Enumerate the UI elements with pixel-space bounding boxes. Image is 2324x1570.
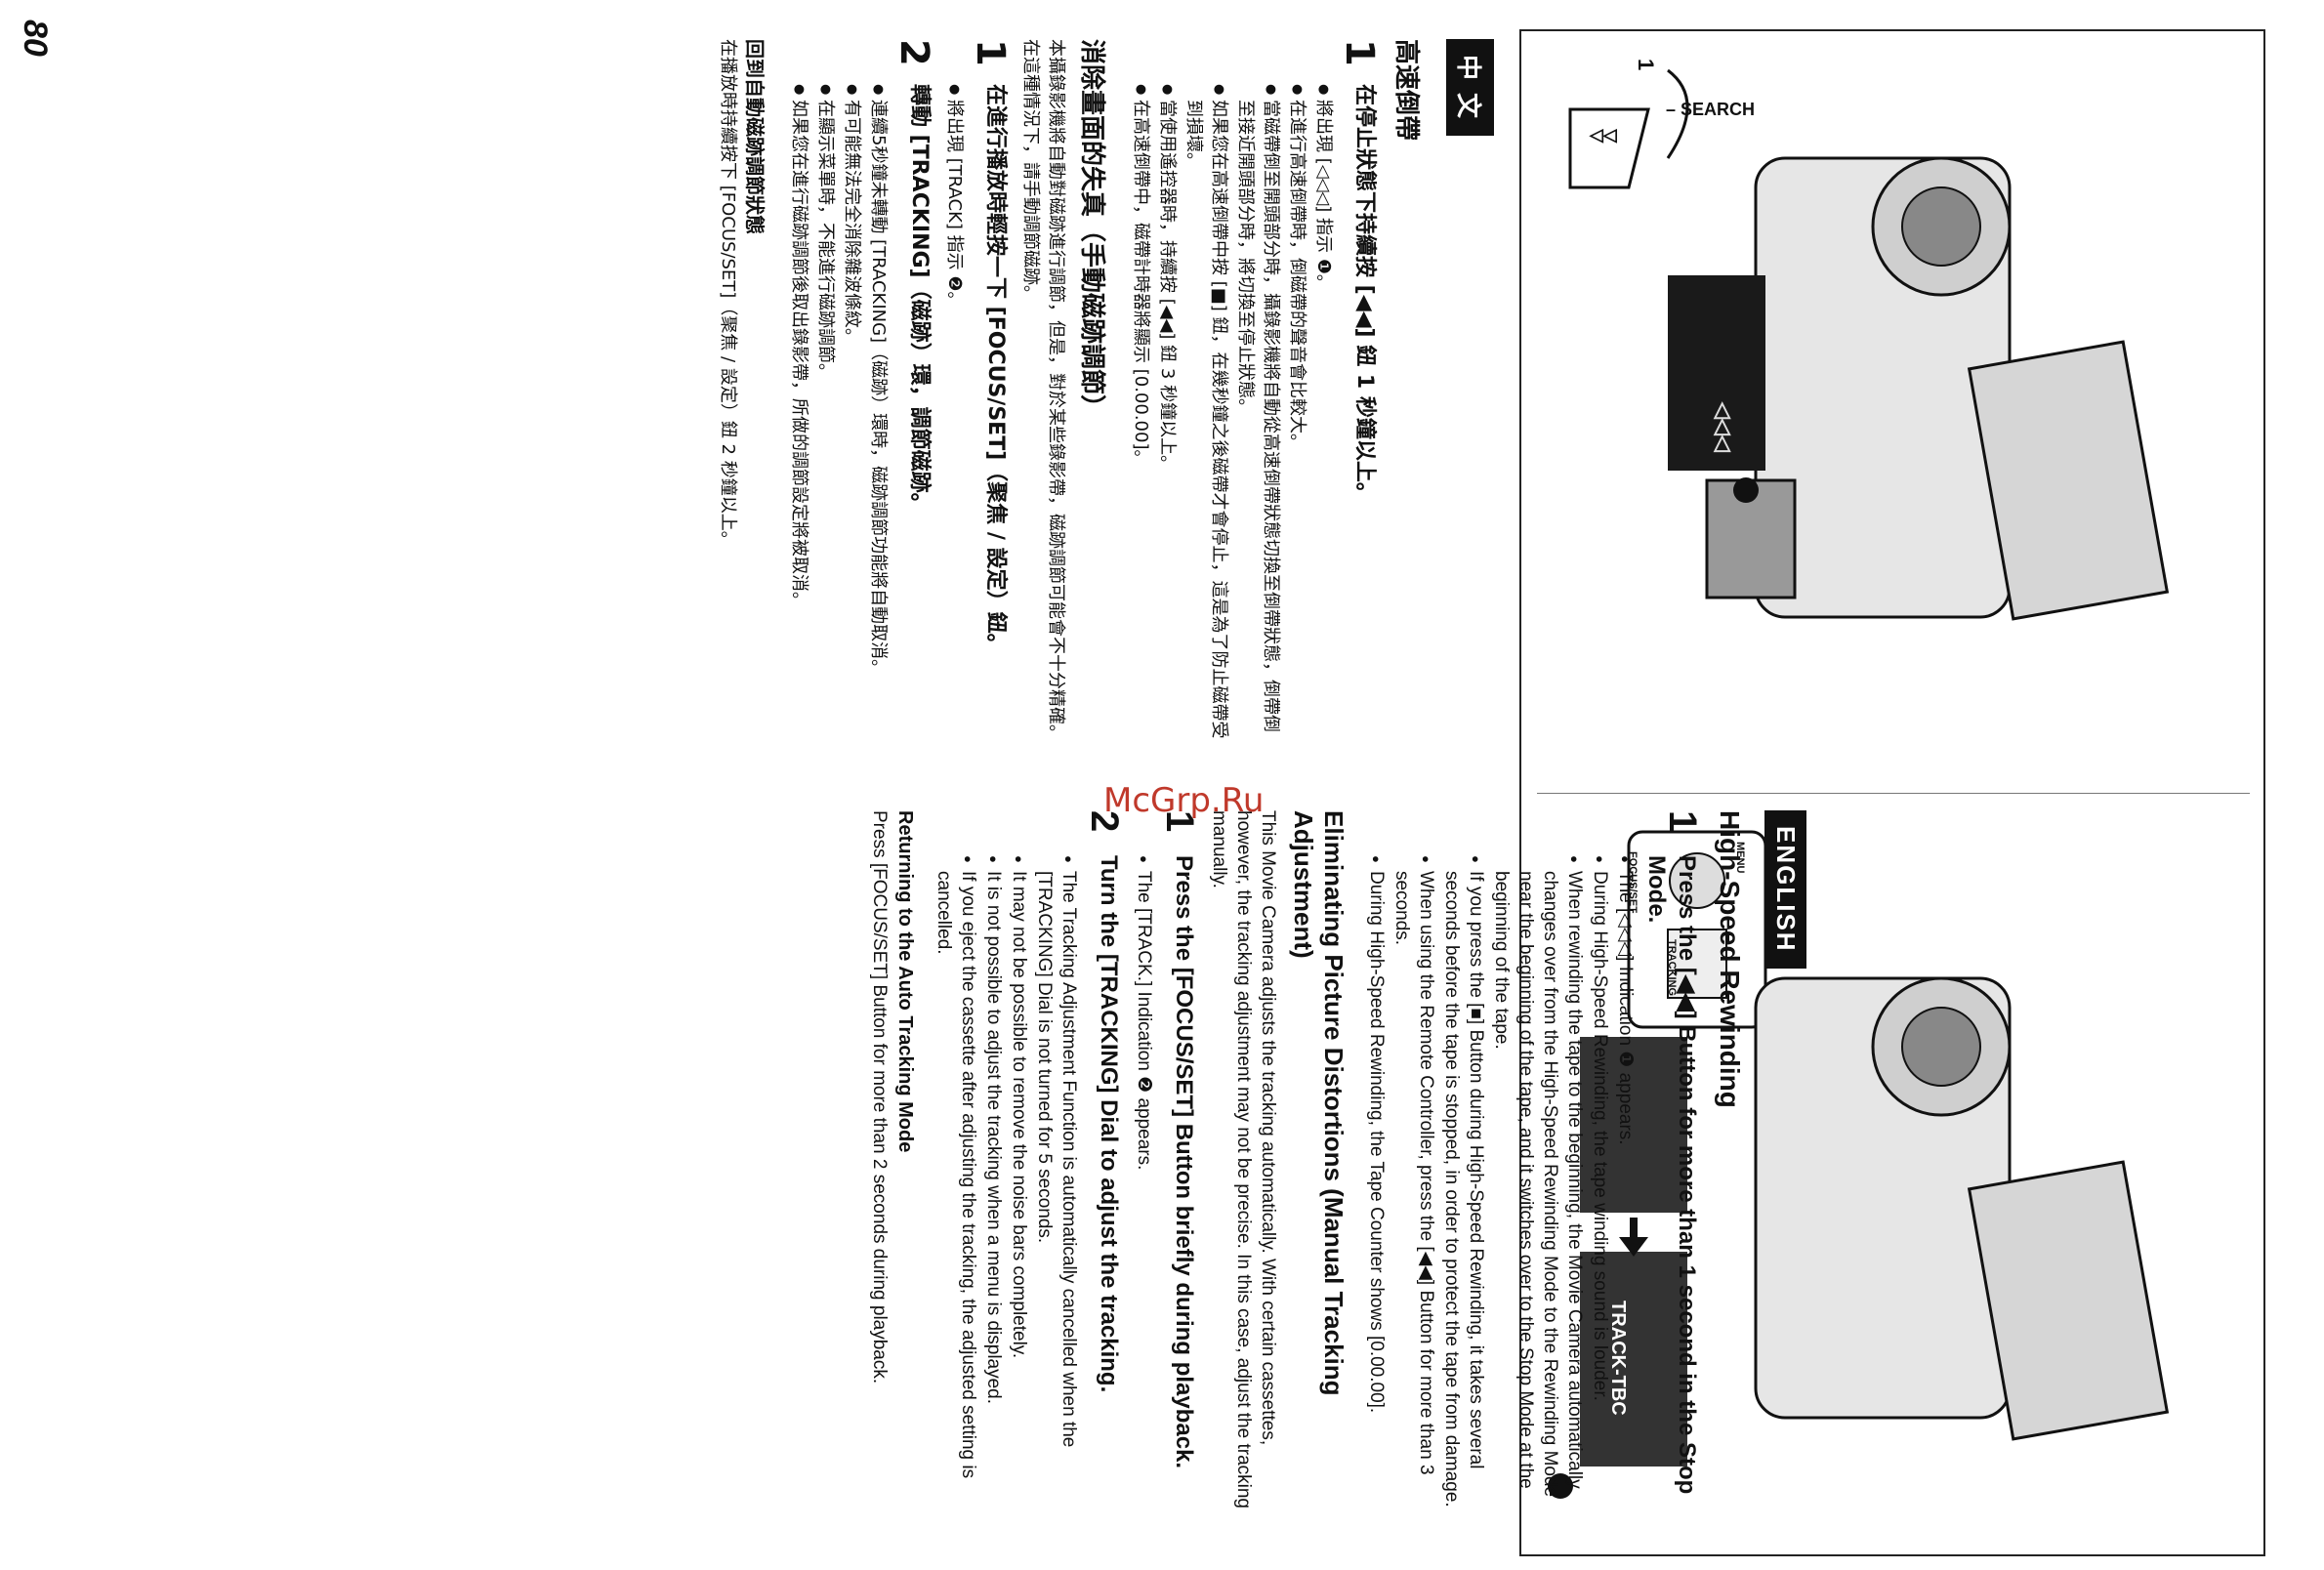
step-number: 1 xyxy=(968,39,1013,66)
en-step-2: 1 Press the [FOCUS/SET] Button briefly d… xyxy=(1158,810,1201,1513)
step-text: Turn the [TRACKING] Dial to adjust the t… xyxy=(1096,855,1122,1393)
list-item: It may not be possible to remove the noi… xyxy=(1007,855,1031,1513)
chinese-column: 中 文 高速倒帶 1 在停止狀態下持續按 [◀◀] 鈕 1 秒鐘以上。 將出現 … xyxy=(88,39,1494,742)
list-item: 在高速倒帶中，磁帶計時器將顯示 [0.00.00]。 xyxy=(1128,84,1153,742)
en-section-intro: This Movie Camera adjusts the tracking a… xyxy=(1209,810,1278,1508)
en-return-text: Press [FOCUS/SET] Button for more than 2… xyxy=(869,810,890,1384)
zh-step2-bullets: 將出現 [TRACK] 指示 ❷。 xyxy=(941,39,967,742)
english-column: ENGLISH High-Speed Rewinding 1 Press the… xyxy=(361,810,1806,1513)
zh-return-title: 回到自動磁跡調節狀態 xyxy=(743,39,767,234)
camcorder-body-icon xyxy=(1705,156,2170,621)
step-text: Press the [◀◀] Button for more than 1 se… xyxy=(1643,855,1700,1495)
en-section-title: Eliminating Picture Distortions (Manual … xyxy=(1289,810,1349,1396)
step-number: 1 xyxy=(1661,810,1704,833)
en-step-3: 2 Turn the [TRACKING] Dial to adjust the… xyxy=(1083,810,1126,1513)
list-item: 將出現 [TRACK] 指示 ❷。 xyxy=(941,84,967,742)
zh-section-intro: 本攝錄影機將自動對磁跡進行調節，但是，對於某些錄影帶，磁跡調節可能會不十分精確。… xyxy=(1020,39,1066,742)
list-item: If you press the [■] Button during High-… xyxy=(1439,855,1488,1513)
zh-step1-bullets: 將出現 [◁◁◁] 指示 ❶。 在進行高速倒帶時，倒磁帶的聲音會比較大。 當磁帶… xyxy=(1128,39,1336,742)
zh-step-1: 1 在停止狀態下持續按 [◀◀] 鈕 1 秒鐘以上。 xyxy=(1337,39,1382,742)
list-item: When using the Remote Controller, press … xyxy=(1390,855,1438,1513)
lang-tab-chinese: 中 文 xyxy=(1446,39,1494,137)
screen-rewind xyxy=(1668,275,1765,471)
list-item: During High-Speed Rewinding, the Tape Co… xyxy=(1364,855,1389,1513)
list-item: If you eject the cassette after adjustin… xyxy=(932,855,980,1513)
zh-step-3: 2 轉動 [TRACKING]（磁跡）環，調節磁跡。 xyxy=(892,39,936,742)
en-return-title: Returning to the Auto Tracking Mode xyxy=(894,810,916,1153)
en-step-1: 1 Press the [◀◀] Button for more than 1 … xyxy=(1641,810,1704,1513)
step-text: Press the [FOCUS/SET] Button briefly dur… xyxy=(1171,855,1197,1469)
screen1-display: ◁◁◁ xyxy=(1712,402,1736,452)
list-item: When rewinding the tape to the beginning… xyxy=(1489,855,1587,1513)
camcorder-body-icon xyxy=(1754,976,2170,1441)
list-item: 在進行高速倒帶時，倒磁帶的聲音會比較大。 xyxy=(1284,84,1309,742)
step-text: 在進行播放時輕按一下 [FOCUS/SET]（聚焦 / 設定）鈕。 xyxy=(983,84,1008,655)
list-item: 當磁帶倒至開頭部分時，攝錄影機將自動從高速倒帶狀態切換至倒帶狀態，倒帶倒至接近開… xyxy=(1232,84,1283,742)
list-item: 如果您在進行磁跡調節後取出錄影帶，所做的調節設定將被取消。 xyxy=(786,84,811,742)
list-item: 連續5秒鐘未轉動 [TRACKING]（磁跡）環時，磁跡調節功能將自動取消。 xyxy=(865,84,891,742)
list-item: The Tracking Adjustment Function is auto… xyxy=(1032,855,1081,1513)
en-step3-bullets: The Tracking Adjustment Function is auto… xyxy=(932,810,1081,1513)
en-step1-bullets: The [◁◁◁] Indication ❶ appears. During H… xyxy=(1364,810,1638,1513)
zh-title: 高速倒帶 xyxy=(1391,39,1421,142)
list-item: 有可能無法完全消除雜波條紋。 xyxy=(839,84,864,742)
list-item: 將出現 [◁◁◁] 指示 ❶。 xyxy=(1310,84,1336,742)
illustration-divider xyxy=(1537,793,2250,794)
list-item: 當使用遙控器時，持續按 [◀◀] 鈕 3 秒鐘以上。 xyxy=(1154,84,1180,742)
callout-1: 1 xyxy=(1634,59,1658,71)
lang-tab-english: ENGLISH xyxy=(1764,810,1806,969)
step-number: 1 xyxy=(1337,39,1382,66)
search-label: – SEARCH xyxy=(1666,100,1756,119)
page-number: 80 xyxy=(17,20,54,57)
list-item: It is not possible to adjust the trackin… xyxy=(981,855,1006,1513)
list-item: 在顯示菜單時，不能進行磁跡調節。 xyxy=(812,84,838,742)
zh-step-2: 1 在進行播放時輕按一下 [FOCUS/SET]（聚焦 / 設定）鈕。 xyxy=(968,39,1013,742)
zh-section-title: 消除畫面的失真（手動磁跡調節） xyxy=(1077,39,1106,421)
step-text: 在停止狀態下持續按 [◀◀] 鈕 1 秒鐘以上。 xyxy=(1352,84,1377,504)
list-item: 如果您在高速倒帶中按 [■] 鈕，在幾秒鐘之後磁帶才會停止，這是為了防止磁帶受到… xyxy=(1181,84,1231,742)
search-callout-icon xyxy=(1568,68,1689,189)
step-text: 轉動 [TRACKING]（磁跡）環，調節磁跡。 xyxy=(907,84,932,515)
indicator-1-icon xyxy=(1733,477,1759,503)
zh-step3-bullets: 連續5秒鐘未轉動 [TRACKING]（磁跡）環時，磁跡調節功能將自動取消。 有… xyxy=(786,39,891,742)
zh-return-text: 在播放時持續按下 [FOCUS/SET]（聚焦 / 設定）鈕 2 秒鐘以上。 xyxy=(718,39,738,549)
step-number: 2 xyxy=(892,39,936,66)
list-item: During High-Speed Rewinding, the tape wi… xyxy=(1588,855,1612,1513)
watermark: McGrp.Ru xyxy=(1103,781,1265,820)
search-symbol: ◁◁ xyxy=(1590,125,1617,145)
camcorder-rewind-illustration xyxy=(1568,68,2170,621)
en-step2-bullets: The [TRACK.] Indication ❷ appears. xyxy=(1132,810,1156,1513)
list-item: The [TRACK.] Indication ❷ appears. xyxy=(1132,855,1156,1513)
list-item: The [◁◁◁] Indication ❶ appears. xyxy=(1613,855,1638,1513)
en-title: High-Speed Rewinding xyxy=(1715,810,1745,1108)
